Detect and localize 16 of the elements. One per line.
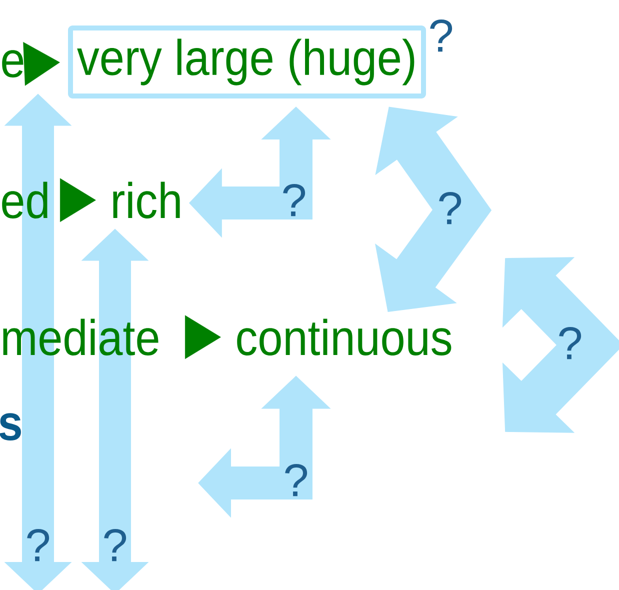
term-text: continuous xyxy=(237,318,452,356)
term-text: rich xyxy=(113,182,180,218)
triangle-arrow xyxy=(60,178,96,222)
question-mark: ? xyxy=(430,19,452,52)
framed-term: very large (huge) xyxy=(68,26,426,98)
edge-label: ? xyxy=(285,464,308,496)
triangle-arrow xyxy=(184,315,221,360)
term-text: e xyxy=(2,50,24,78)
edge-label: ? xyxy=(104,528,126,562)
term-text: ed xyxy=(2,182,48,218)
edge-label: ? xyxy=(283,184,306,216)
edge-label: ? xyxy=(27,528,50,562)
question-mark: ? xyxy=(559,326,582,360)
edge-label: ? xyxy=(439,192,462,224)
triangle-arrow xyxy=(23,42,60,86)
term-text: mediate xyxy=(3,318,158,356)
